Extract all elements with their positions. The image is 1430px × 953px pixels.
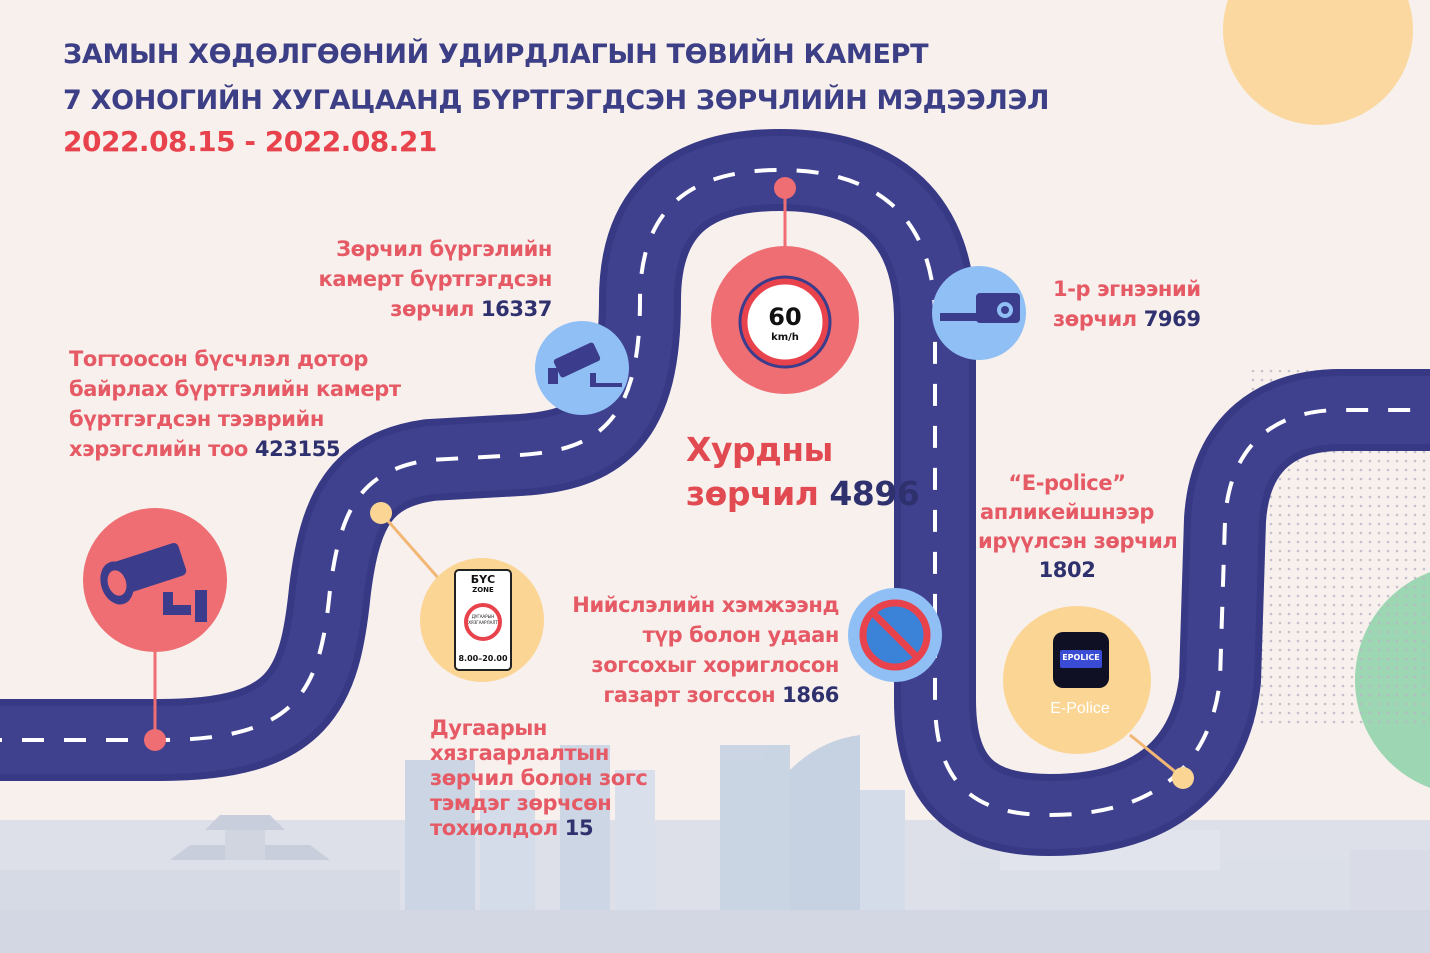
bus-sign-text1: ДУГААРЫН [471, 614, 495, 619]
plate-line4: тэмдэг зөрчсөн [430, 791, 612, 815]
plate-restriction-label: Дугаарын хязгаарлалтын зөрчил болон зогс… [430, 716, 648, 841]
bus-zone-sign-icon [454, 569, 512, 671]
violation-camera-label: Зөрчил бүргэлийн камерт бүртгэгдсэн зөрч… [300, 234, 553, 324]
speed-violation-label: Хурдны зөрчил 4896 [686, 428, 920, 516]
speed-value: 4896 [829, 474, 920, 513]
bus-sign-title: БҮС [470, 573, 496, 586]
bus-sign-hours: 8.00–20.00 [458, 654, 508, 663]
epolice-app-label: E-Police [1050, 700, 1110, 717]
bus-lane-line4: хэрэгслийн тоо [69, 437, 248, 461]
winding-road [0, 129, 1430, 856]
page-title-line1: ЗАМЫН ХӨДӨЛГӨӨНИЙ УДИРДЛАГЫН ТӨВИЙН КАМЕ… [63, 39, 929, 70]
bus-sign-text2: ХЯЗГААРЛАЛТ [468, 620, 498, 625]
epolice-report-label: “E-police” апликейшнээр ирүүлсэн зөрчил … [978, 469, 1178, 585]
bus-lane-label: Тогтоосон бүсчлэл дотор байрлах бүртгэли… [69, 344, 401, 464]
plate-value: 15 [564, 816, 594, 840]
speed-line2: зөрчил [686, 474, 819, 513]
epolice-line1: “E-police” [1008, 471, 1126, 495]
speed-sign-value: 60 [768, 303, 802, 331]
decor-circle-yellow [1223, 0, 1413, 125]
violation-camera-line1: Зөрчил бүргэлийн [336, 237, 552, 261]
epolice-app-icon [1053, 632, 1109, 688]
lane-camera-icon [940, 293, 1020, 323]
lane-one-line1: 1-р эгнээний [1053, 277, 1201, 301]
bus-sign-zone: ZONE [472, 586, 494, 594]
bus-lane-value: 423155 [254, 437, 341, 461]
plate-line2: хязгаарлалтын [430, 741, 609, 765]
bus-lane-line2: байрлах бүртгэлийн камерт [69, 377, 401, 401]
violation-camera-line2: камерт бүртгэгдсэн [318, 267, 553, 291]
bus-lane-line3: бүртгэгдсэн тээврийн [69, 407, 324, 431]
no-parking-value: 1866 [782, 683, 839, 707]
epolice-logo-text: EPOLICE [1062, 653, 1100, 662]
speed-sign-icon [738, 275, 832, 369]
plate-line5: тохиолдол [430, 816, 558, 840]
plate-line1: Дугаарын [430, 716, 548, 740]
lane-one-line2: зөрчил [1053, 307, 1137, 331]
violation-camera-value: 16337 [480, 297, 552, 321]
speed-sign-unit: km/h [771, 332, 799, 343]
date-range: 2022.08.15 - 2022.08.21 [63, 125, 437, 158]
epolice-value: 1802 [1038, 558, 1096, 582]
bus-lane-line1: Тогтоосон бүсчлэл дотор [69, 347, 369, 371]
cctv-icon [100, 543, 207, 622]
epolice-line2: апликейшнээр [980, 500, 1154, 524]
epolice-line3: ирүүлсэн зөрчил [978, 529, 1178, 553]
no-parking-line1: Нийслэлийн хэмжээнд [572, 593, 839, 617]
page-title-line2: 7 ХОНОГИЙН ХУГАЦААНД БҮРТГЭГДСЭН ЗӨРЧЛИЙ… [63, 85, 1050, 116]
violation-camera-line3: зөрчил [390, 297, 475, 321]
no-parking-line2: түр болон удаан [642, 623, 840, 647]
no-parking-label: Нийслэлийн хэмжээнд түр болон удаан зогс… [560, 590, 839, 710]
speed-line1: Хурдны [686, 430, 833, 469]
no-parking-icon [859, 599, 931, 671]
camera-icon [548, 342, 622, 387]
connector-pins [144, 177, 1194, 789]
no-parking-line4: газарт зогссон [603, 683, 776, 707]
lane-one-value: 7969 [1143, 307, 1201, 331]
city-skyline [0, 735, 1430, 953]
lane-one-label: 1-р эгнээний зөрчил 7969 [1053, 274, 1201, 334]
plate-line3: зөрчил болон зогс [430, 766, 648, 790]
no-parking-line3: зогсохыг хориглосон [591, 653, 839, 677]
